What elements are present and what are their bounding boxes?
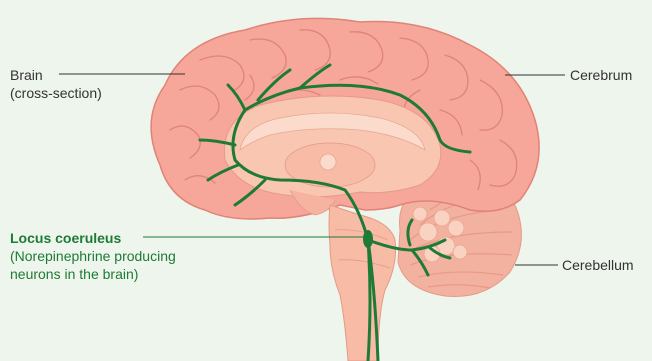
brain-label-line2: (cross-section) [10,84,102,102]
brain-label: Brain (cross-section) [10,66,102,102]
brainstem [329,205,396,361]
locus-desc-line1: (Norepinephrine producing [10,247,176,265]
locus-coeruleus-label: Locus coeruleus (Norepinephrine producin… [10,229,176,283]
locus-coeruleus-title: Locus coeruleus [10,229,176,247]
cerebrum-label: Cerebrum [570,66,632,84]
locus-desc-line2: neurons in the brain) [10,265,176,283]
cerebellum-label: Cerebellum [562,256,634,274]
locus-coeruleus-dot [363,230,373,248]
brain-label-line1: Brain [10,66,102,84]
